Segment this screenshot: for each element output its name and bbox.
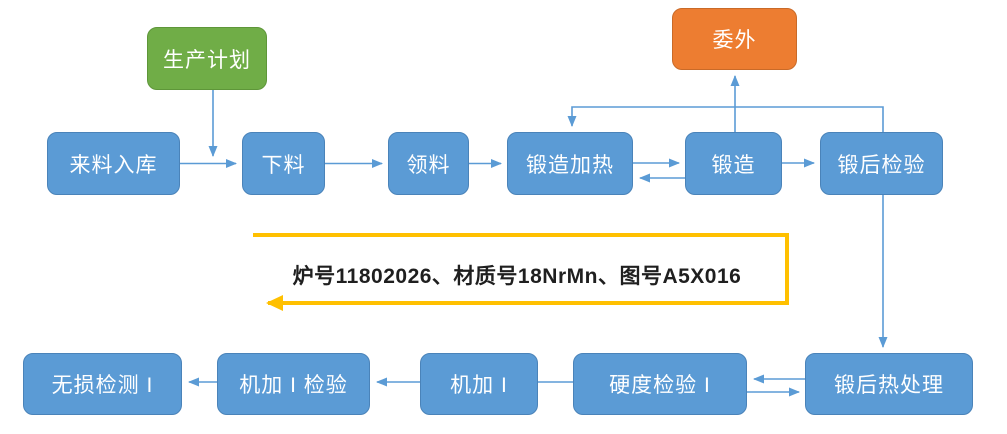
node-machining-1: 机加 I (420, 353, 538, 415)
node-post-forging-heat-treatment: 锻后热处理 (805, 353, 973, 415)
annotation-text: 炉号11802026、材质号18NrMn、图号A5X016 (292, 265, 742, 288)
node-incoming-storage: 来料入库 (47, 132, 180, 195)
node-material-picking: 领料 (388, 132, 469, 195)
node-outsourcing: 委外 (672, 8, 797, 70)
node-cutting: 下料 (242, 132, 325, 195)
node-forging-heating: 锻造加热 (507, 132, 633, 195)
node-forging: 锻造 (685, 132, 782, 195)
node-machining-1-inspection: 机加 I 检验 (217, 353, 370, 415)
node-ndt-1: 无损检测 I (23, 353, 182, 415)
connector-post-forging-inspection-rework-loop (567, 106, 884, 132)
node-hardness-inspection-1: 硬度检验 I (573, 353, 747, 415)
node-production-plan: 生产计划 (147, 27, 267, 90)
node-post-forging-inspection: 锻后检验 (820, 132, 943, 195)
